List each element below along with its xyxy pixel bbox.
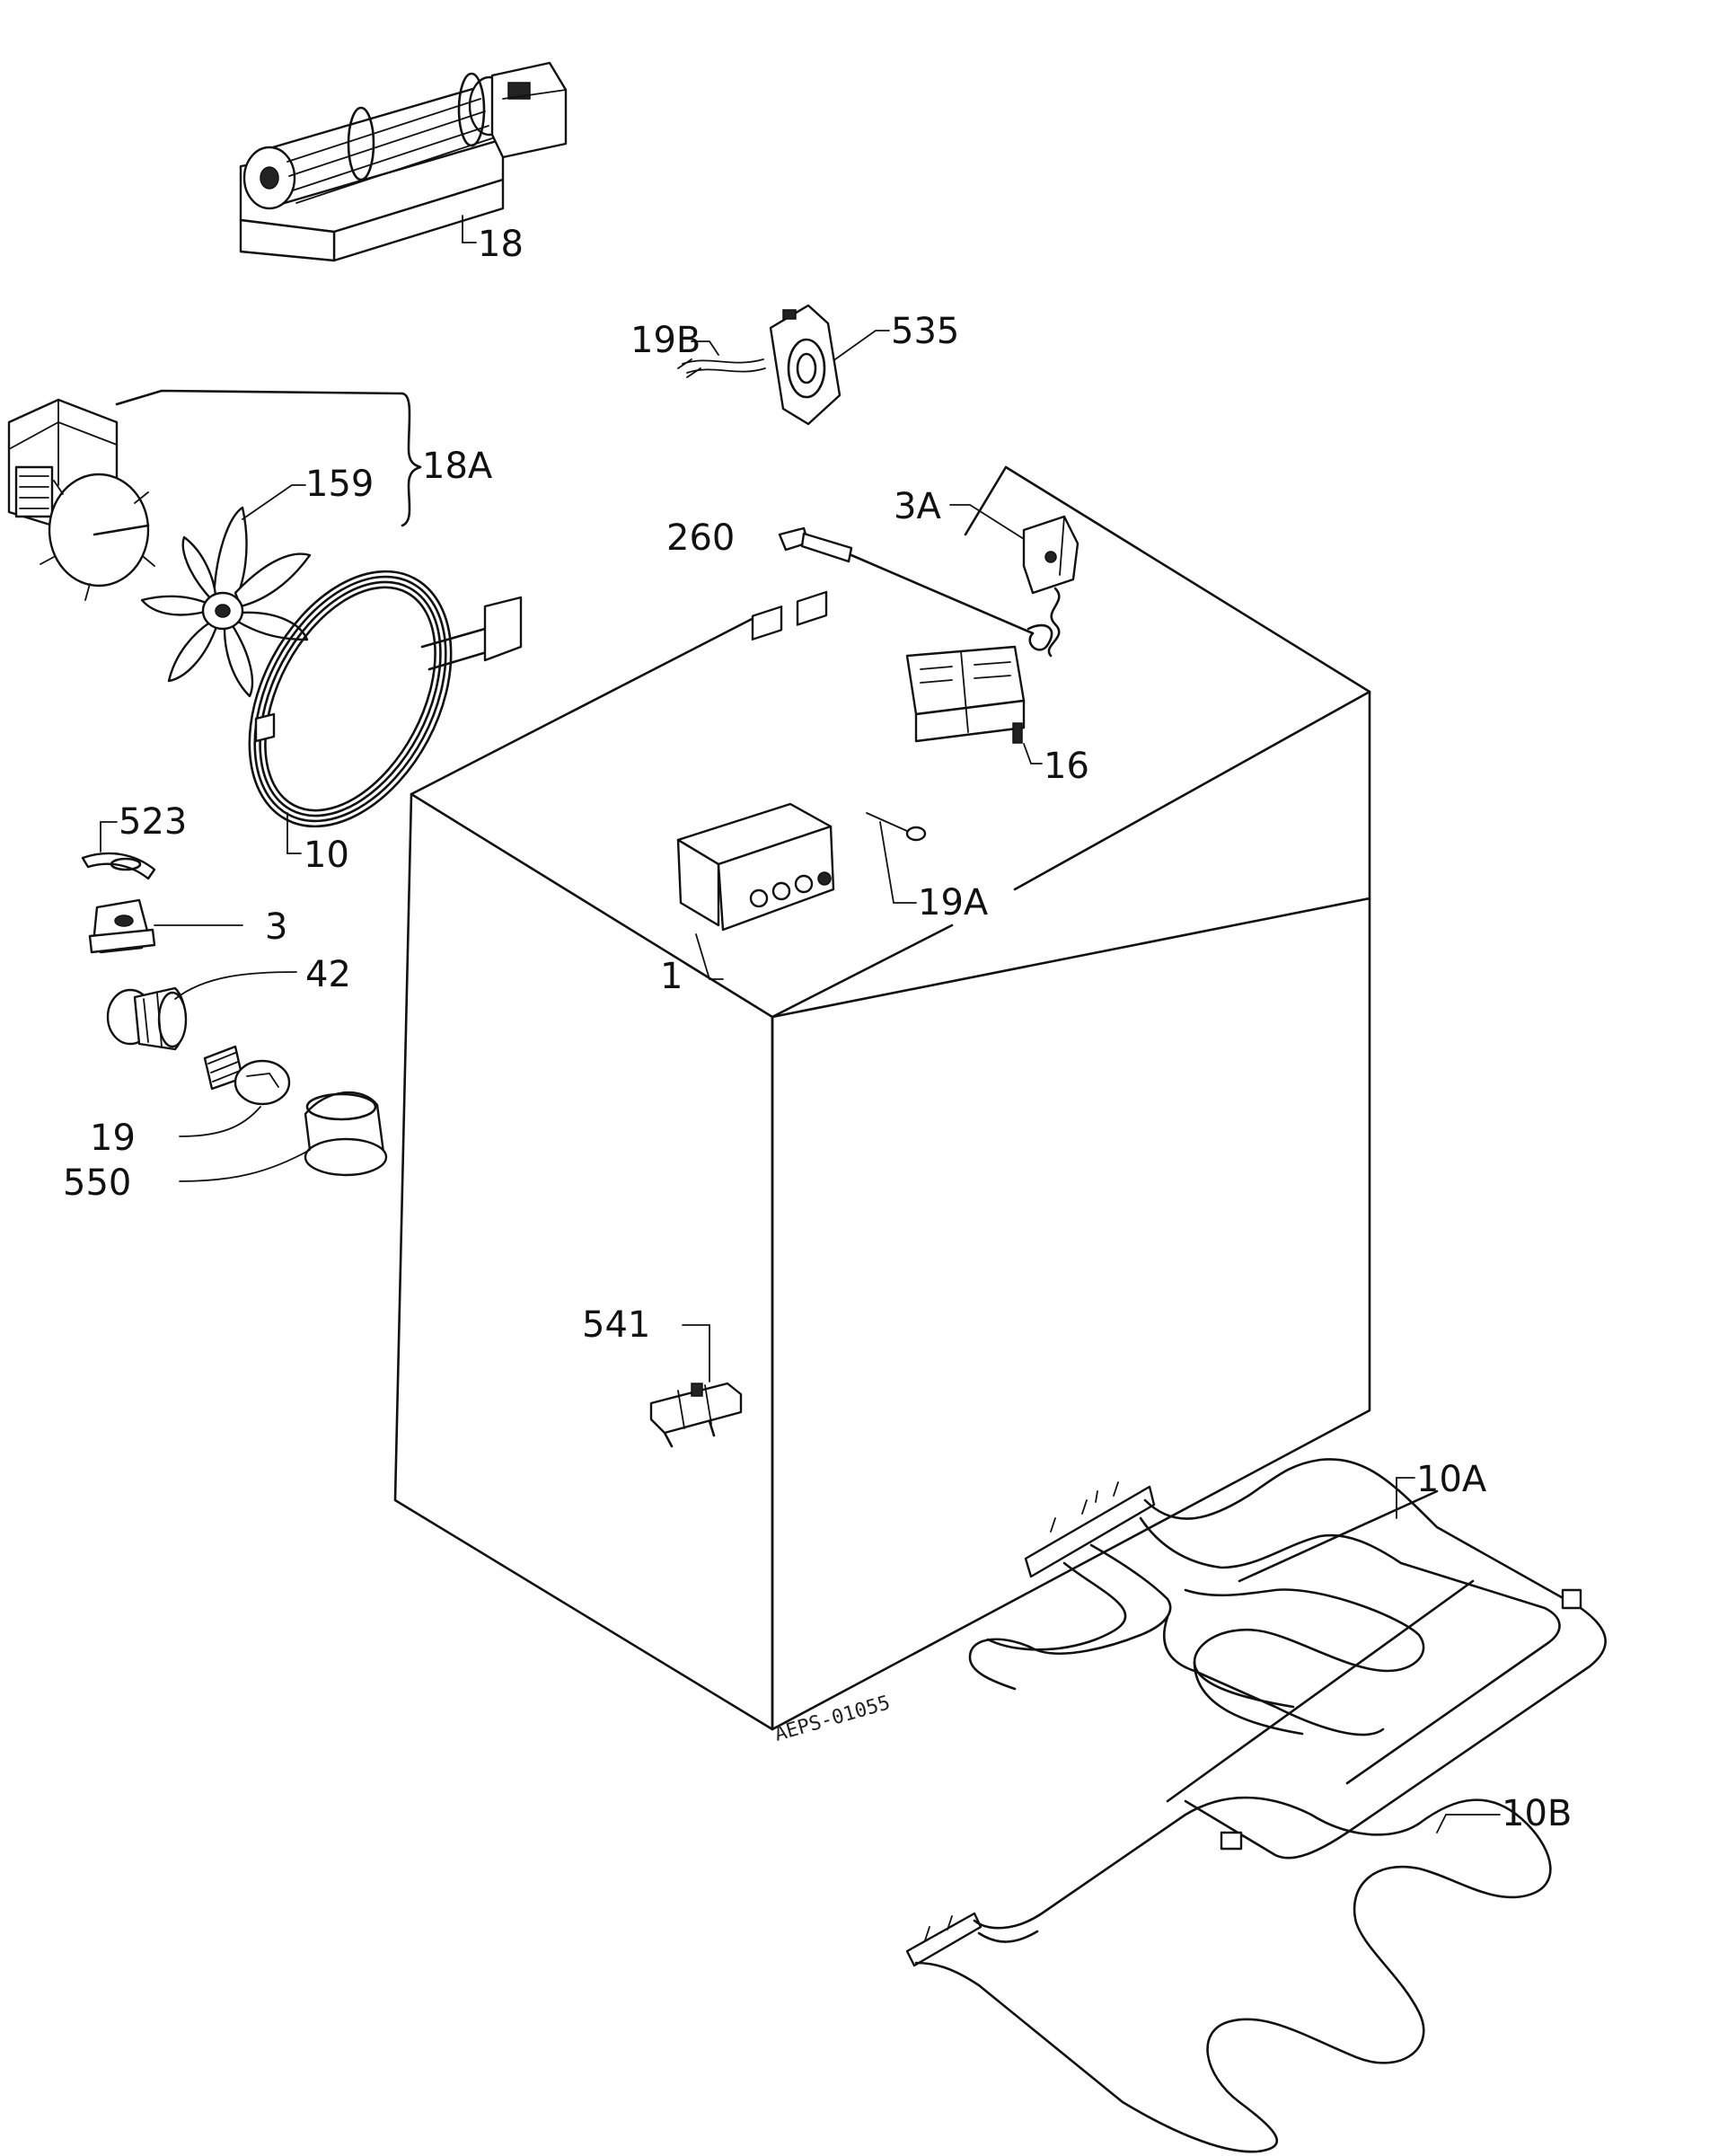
safety-thermostat-3 [88, 898, 156, 954]
tangential-fan-18 [239, 61, 568, 262]
label-16: 16 [1044, 746, 1089, 787]
label-3A: 3A [894, 486, 941, 527]
fan-blade-159 [140, 506, 312, 698]
fan-motor-18A [7, 398, 155, 601]
leader-19A [879, 821, 917, 904]
bottom-element-10B [905, 1796, 1552, 2153]
label-1: 1 [660, 956, 683, 997]
label-3: 3 [265, 906, 287, 948]
label-10: 10 [304, 835, 349, 876]
bulb-19 [203, 1045, 291, 1106]
leader-550 [179, 1149, 311, 1182]
door-switch-541 [649, 1382, 743, 1448]
leader-16 [1023, 743, 1043, 764]
leader-541 [682, 1324, 710, 1383]
label-550: 550 [63, 1162, 131, 1204]
grill-element-10A [968, 1458, 1607, 1860]
label-535: 535 [891, 311, 959, 352]
control-module-1 [676, 590, 835, 932]
label-18: 18 [478, 224, 524, 265]
label-10B: 10B [1502, 1793, 1572, 1834]
oven-cabinet [393, 465, 1371, 1731]
leader-3A [949, 504, 1025, 540]
leader-19B [691, 340, 719, 356]
wire-19A [866, 812, 927, 842]
leader-10A [1396, 1477, 1415, 1519]
leader-10B [1436, 1814, 1501, 1833]
label-159: 159 [305, 464, 374, 505]
leader-535 [834, 330, 890, 360]
label-19B: 19B [630, 320, 701, 361]
leader-18 [462, 215, 477, 243]
leader-10 [286, 812, 302, 854]
thermostat-3A [1022, 515, 1079, 658]
label-523: 523 [119, 801, 187, 843]
wire-19B [677, 358, 766, 378]
label-18A: 18A [422, 446, 493, 487]
circular-element-10 [248, 570, 523, 828]
leader-159 [242, 484, 306, 520]
brace-18A [401, 392, 422, 527]
leader-1 [695, 933, 724, 980]
lamp-cover-550 [304, 1091, 388, 1177]
selector-switch-16 [905, 645, 1026, 744]
label-10A: 10A [1416, 1459, 1487, 1500]
clip-523 [81, 852, 156, 880]
lamp-socket-535 [769, 304, 842, 426]
leader-19 [179, 1106, 261, 1137]
label-260: 260 [666, 517, 735, 559]
leader-523 [100, 821, 118, 853]
label-541: 541 [582, 1304, 650, 1346]
leader-42 [174, 971, 297, 1000]
label-19A: 19A [918, 882, 989, 923]
drawing-code-stamp: AEPS-01055 [772, 1692, 893, 1746]
label-19: 19 [90, 1118, 136, 1159]
lamp-holder-42 [106, 986, 188, 1051]
label-42: 42 [305, 954, 351, 995]
bracket-line-18A [115, 389, 404, 406]
probe-260 [778, 526, 1035, 635]
